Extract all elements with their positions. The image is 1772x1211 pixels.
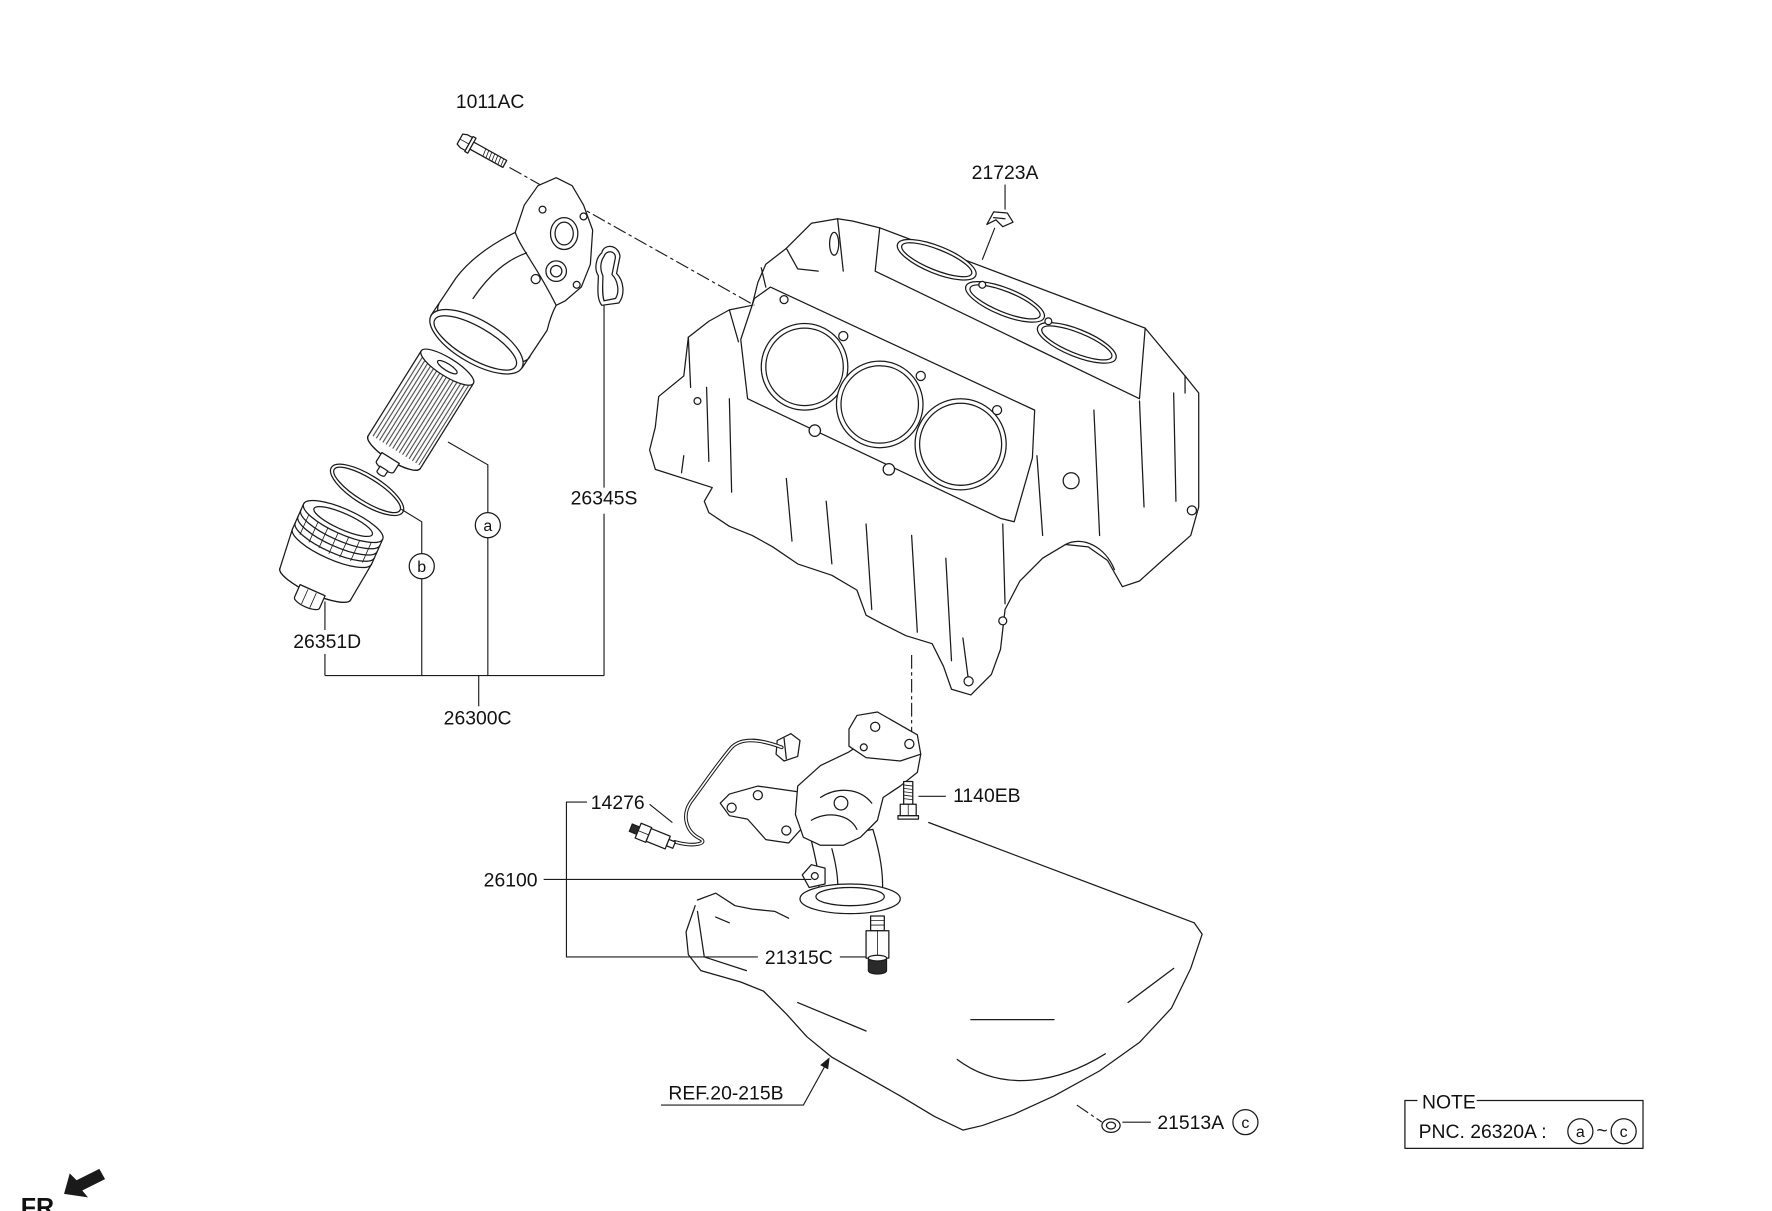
label-ref-20-215b: REF.20-215B bbox=[668, 1082, 783, 1104]
svg-text:a: a bbox=[1576, 1124, 1585, 1141]
label-26100: 26100 bbox=[484, 869, 538, 891]
right-bank-deck bbox=[874, 227, 1146, 400]
bolt-1011ac bbox=[456, 133, 508, 169]
front-direction-indicator: FR. bbox=[21, 1168, 106, 1211]
bolt-1140eb bbox=[897, 780, 920, 820]
engine-block bbox=[648, 218, 1200, 696]
note-callout-c bbox=[1610, 1118, 1637, 1145]
cylinder-bore-5 bbox=[965, 281, 1046, 323]
cylinder-bore-1 bbox=[760, 322, 849, 411]
gasket-26345s bbox=[595, 245, 624, 306]
svg-text:a: a bbox=[483, 518, 492, 535]
label-1140eb: 1140EB bbox=[953, 785, 1020, 807]
callout-b: b bbox=[408, 553, 435, 580]
block-bolt-holes bbox=[693, 231, 1198, 687]
oil-pump-26100 bbox=[719, 711, 922, 915]
svg-text:c: c bbox=[1620, 1124, 1628, 1141]
label-26351d: 26351D bbox=[293, 631, 361, 653]
cylinder-bore-4 bbox=[896, 238, 977, 281]
ref-arrow-head bbox=[820, 1057, 830, 1070]
note-pnc: PNC. 26320A : bbox=[1419, 1121, 1547, 1143]
label-14276: 14276 bbox=[591, 792, 645, 814]
drain-plug-21513a bbox=[1076, 1104, 1121, 1134]
oil-filter-cap-26351d bbox=[279, 499, 384, 611]
cylinder-bore-3 bbox=[914, 398, 1007, 491]
note-box: NOTE PNC. 26320A : a ~ c bbox=[1404, 1089, 1644, 1149]
valve-21315c bbox=[865, 915, 890, 975]
front-bank-deck bbox=[740, 286, 1036, 523]
cylinder-bore-6 bbox=[1036, 322, 1117, 364]
note-title: NOTE bbox=[1422, 1091, 1476, 1113]
strainer-flange bbox=[799, 883, 901, 915]
label-21723a: 21723A bbox=[972, 162, 1039, 184]
pump-mount-plate bbox=[848, 711, 922, 762]
callout-a: a bbox=[474, 512, 501, 539]
cylinder-bore-2 bbox=[835, 360, 924, 449]
label-21315c: 21315C bbox=[765, 947, 833, 969]
sensor-14276 bbox=[628, 738, 784, 850]
label-1011ac: 1011AC bbox=[456, 91, 525, 113]
leaders-pump-group bbox=[543, 795, 1151, 1123]
block-ribs bbox=[680, 218, 1186, 682]
leaders-filter-assembly bbox=[324, 305, 605, 707]
axis-line-1011ac bbox=[509, 166, 755, 306]
o-ring bbox=[329, 463, 405, 517]
label-26300c: 26300C bbox=[444, 708, 512, 730]
front-arrow-icon bbox=[64, 1168, 106, 1198]
oil-filter-element bbox=[367, 348, 475, 477]
note-callout-a bbox=[1567, 1118, 1594, 1145]
label-21513a: 21513A bbox=[1157, 1112, 1224, 1134]
callout-c: c bbox=[1232, 1108, 1259, 1136]
sensor-connector bbox=[775, 733, 801, 762]
svg-text:c: c bbox=[1241, 1115, 1249, 1132]
note-frame bbox=[1404, 1099, 1644, 1149]
oil-filter-housing bbox=[429, 177, 594, 375]
clip-21723a bbox=[986, 211, 1014, 228]
svg-text:b: b bbox=[417, 559, 426, 576]
note-separator: ~ bbox=[1596, 1120, 1607, 1142]
label-26345s: 26345S bbox=[571, 488, 638, 510]
front-label: FR. bbox=[21, 1194, 61, 1211]
